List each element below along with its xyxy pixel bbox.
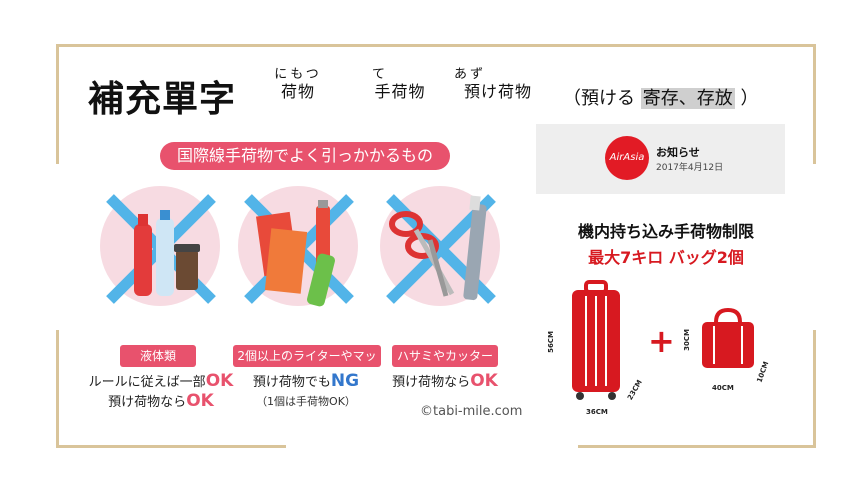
bag-icon	[702, 308, 754, 368]
caption-note: （1個は手荷物OK）	[256, 395, 356, 408]
ruby-text: て	[372, 67, 389, 82]
image-credit: ©tabi-mile.com	[420, 404, 523, 419]
label-lighters: 2個以上のライターやマッチ	[233, 345, 381, 385]
vocab-note: （預ける 寄存、存放 ）	[563, 84, 758, 110]
caption-text: 預け荷物でも	[252, 375, 331, 390]
ng-mark: NG	[330, 371, 360, 391]
vocab-word: 預け荷物	[463, 82, 532, 101]
caption-scissors: 預け荷物ならOK	[390, 372, 500, 392]
frame-bottom-left	[56, 445, 286, 448]
baggage-limit-subtitle: 最大7キロ バッグ2個	[588, 248, 744, 267]
caption-liquids: ルールに従えば一部OK 預け荷物ならOK	[86, 372, 236, 412]
label-scissors: ハサミやカッター	[392, 345, 498, 367]
suitcase-depth: 23CM	[626, 378, 644, 402]
ruby-text: あず	[454, 67, 487, 82]
caption-lighters: 預け荷物でもNG （1個は手荷物OK）	[236, 372, 376, 411]
bag-height: 30CM	[682, 329, 691, 351]
frame-left-bottom	[56, 330, 59, 448]
vocab-nimotsu: にもつ 荷物	[268, 68, 328, 102]
vocab-word: 手荷物	[374, 82, 426, 101]
scissors-illustration	[386, 194, 496, 304]
vocab-azukenimotsu: あず 預け荷物	[452, 68, 544, 102]
ok-mark: OK	[186, 391, 214, 411]
suitcase-icon	[572, 280, 620, 400]
vocab-tenimotsu: て 手荷物	[362, 68, 438, 102]
bag-width: 40CM	[712, 384, 734, 392]
lighters-illustration	[244, 194, 354, 307]
notice-title: お知らせ	[656, 146, 700, 159]
label-liquids: 液体類	[120, 345, 196, 367]
suitcase-height: 56CM	[546, 331, 555, 353]
baggage-limit-title: 機内持ち込み手荷物制限	[577, 222, 754, 241]
frame-right-top	[813, 44, 816, 164]
frame-right-bottom	[813, 330, 816, 448]
notice-date: 2017年4月12日	[656, 163, 724, 173]
page-title: 補充單字	[88, 79, 237, 120]
frame-left-top	[56, 44, 59, 164]
vocab-note-highlight: 寄存、存放	[640, 88, 735, 109]
caption-text: ルールに従えば一部	[88, 375, 206, 390]
vocab-note-open: （預ける	[563, 88, 635, 109]
plus-sign: +	[648, 322, 675, 360]
airasia-logo: AirAsia	[605, 136, 649, 180]
caption-text: 預け荷物なら	[108, 395, 187, 410]
ok-mark: OK	[470, 371, 498, 391]
ruby-text: にもつ	[274, 67, 322, 82]
frame-top	[56, 44, 816, 47]
infographic-banner: 国際線手荷物でよく引っかかるもの	[160, 142, 450, 170]
ok-mark: OK	[205, 371, 234, 391]
suitcase-width: 36CM	[586, 408, 608, 416]
notice-header	[536, 124, 785, 194]
vocab-note-close: ）	[740, 88, 759, 109]
vocab-word: 荷物	[280, 82, 315, 101]
liquids-illustration	[106, 194, 216, 304]
frame-bottom-right	[578, 445, 816, 448]
caption-text: 預け荷物なら	[392, 375, 471, 390]
